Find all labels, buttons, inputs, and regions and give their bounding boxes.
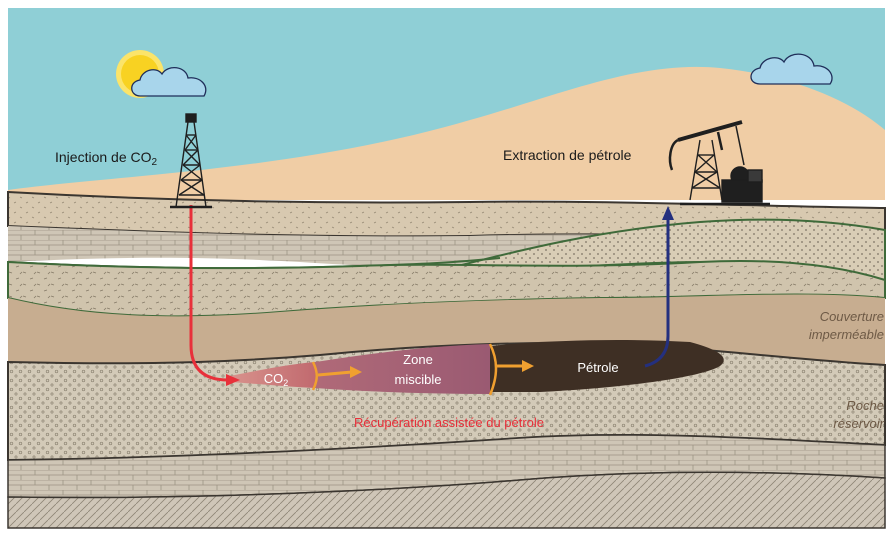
sand-hill [8,66,885,200]
push-arrow-1 [317,366,362,378]
co2-injection-arrowhead [226,374,240,386]
extraction-label: Extraction de pétrole [503,147,632,163]
oil-reservoir-body [470,340,724,392]
oil-zone-label: Pétrole [577,360,618,375]
co2-zone-body [230,362,315,388]
cap-rock-label-line1: Couverture [820,309,884,324]
injection-label: Injection de CO2 [55,149,158,168]
cap-rock-label-line2: imperméable [809,327,884,342]
oil-production-path [644,218,670,368]
cap-rock-layer [8,294,885,365]
miscible-zone-label-line2: miscible [395,372,442,387]
cloud-icon [750,53,833,85]
reservoir-label-line2: réservoir [833,416,884,431]
oil-production-arrowhead [662,206,674,220]
pumpjack-icon [668,120,770,206]
reservoir-label-line1: Roche [846,398,884,413]
miscible-zone-label-line1: Zone [403,352,433,367]
basement-layer [7,471,886,529]
cloud-icon [131,67,207,97]
eor-caption: Récupération assistée du pétrole [354,415,544,430]
miscible-zone-body [315,344,490,394]
drilling-derrick-icon [170,113,212,209]
co2-front-marker [311,361,318,391]
co2-zone-label: CO2 [264,371,289,388]
push-arrow-2 [496,360,534,372]
co2-injection-path [189,205,229,382]
miscible-front-marker [488,343,498,396]
